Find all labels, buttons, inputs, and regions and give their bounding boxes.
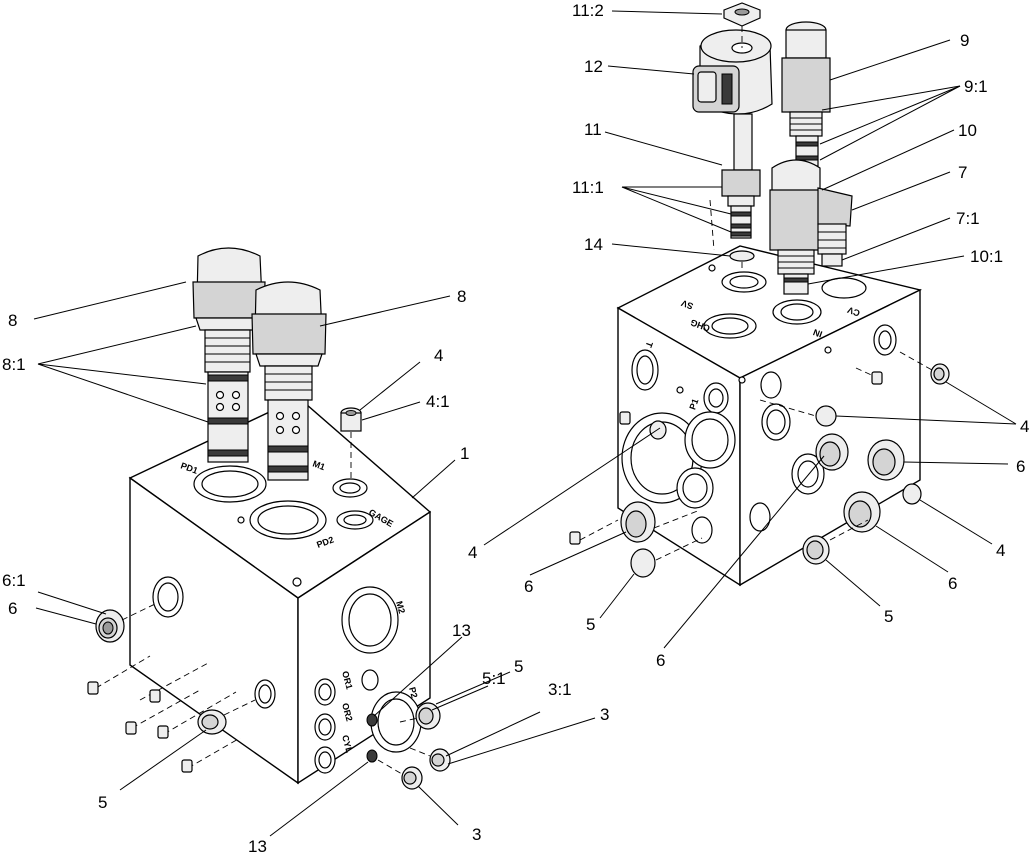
port-label-p2: P2 [407, 686, 420, 699]
callout-left-3b: 3 [472, 825, 481, 844]
right-callouts: 11:2 12 9 9:1 11 10 11:1 7 7:1 14 10:1 4… [468, 1, 1029, 670]
callout-right-11-1: 11:1 [572, 178, 604, 197]
callout-left-6-1: 6:1 [2, 571, 26, 590]
callout-right-4a: 4 [1020, 417, 1029, 436]
cartridge-valve-9 [781, 21, 831, 167]
left-front-ports [152, 576, 302, 709]
coil-nut [723, 2, 761, 48]
left-cartridge-valve-2 [251, 281, 327, 481]
right-leaders [483, 10, 1017, 649]
callout-right-11: 11 [584, 120, 602, 139]
left-plug-4 [340, 407, 362, 478]
port-label-sv: SV [680, 298, 695, 312]
port-label-in: IN [812, 327, 824, 339]
callout-left-13a: 13 [452, 621, 471, 640]
solenoid-coil [692, 29, 773, 115]
callout-left-13b: 13 [248, 837, 267, 856]
left-side-plugs [366, 702, 451, 790]
callout-left-6: 6 [8, 599, 17, 618]
port-label-or2: OR2 [340, 702, 354, 722]
callout-left-8-1: 8:1 [2, 355, 26, 374]
callout-right-5b: 5 [884, 607, 893, 626]
left-callouts: 8 8:1 8 4 4:1 1 6:1 6 5 13 5:1 5 3:1 3 3… [2, 287, 609, 856]
left-leaders [33, 281, 596, 837]
callout-right-4c: 4 [996, 541, 1005, 560]
left-plug-6 [95, 603, 156, 643]
left-cartridge-valve-1 [192, 247, 266, 463]
callout-right-6a: 6 [1016, 457, 1025, 476]
callout-right-14: 14 [584, 235, 603, 254]
cartridge-valve-10 [769, 159, 823, 295]
callout-left-5b: 5 [514, 657, 523, 676]
port-label-or1: OR1 [340, 670, 354, 690]
callout-left-5-1: 5:1 [482, 669, 506, 688]
callout-right-6d: 6 [656, 651, 665, 670]
callout-right-11-2: 11:2 [572, 1, 604, 20]
callout-left-4: 4 [434, 346, 443, 365]
callout-right-6b: 6 [524, 577, 533, 596]
right-port-labels: SV CHG CV IN T P1 [643, 298, 861, 411]
callout-right-5a: 5 [586, 615, 595, 634]
callout-left-3a: 3 [600, 705, 609, 724]
callout-right-12: 12 [584, 57, 603, 76]
callout-right-4b: 4 [468, 543, 477, 562]
callout-right-9: 9 [960, 31, 969, 50]
right-plugs [569, 351, 950, 578]
solenoid-valve-stem [709, 113, 761, 272]
port-label-t: T [643, 340, 654, 349]
callout-right-6c: 6 [948, 574, 957, 593]
callout-left-3-1: 3:1 [548, 680, 572, 699]
cartridge-valve-7 [817, 187, 853, 267]
callout-right-10-1: 10:1 [970, 247, 1003, 266]
callout-right-9-1: 9:1 [964, 77, 988, 96]
right-manifold-assembly: SV CHG CV IN T P1 [468, 1, 1029, 670]
left-plug-5 [197, 699, 256, 735]
port-label-cv: CV [846, 305, 861, 319]
right-side-ports [749, 324, 897, 532]
callout-left-4-1: 4:1 [426, 392, 450, 411]
left-set-screws [87, 655, 241, 773]
callout-left-8a: 8 [8, 311, 17, 330]
port-label-m2: M2 [394, 600, 407, 615]
callout-left-5a: 5 [98, 793, 107, 812]
callout-right-10: 10 [958, 121, 977, 140]
left-top-holes [193, 465, 374, 540]
right-top-holes [703, 264, 867, 339]
port-label-cyl: CYL [340, 734, 354, 754]
callout-right-7: 7 [958, 163, 967, 182]
callout-left-1: 1 [460, 444, 469, 463]
left-manifold-assembly: PD1 M1 GAGE PD2 M2 OR1 P2 OR2 CYL [2, 247, 609, 856]
right-front-ports [621, 349, 746, 544]
callout-left-8b: 8 [457, 287, 466, 306]
port-label-m1: M1 [311, 458, 326, 472]
port-label-p1: P1 [687, 397, 700, 411]
callout-right-7-1: 7:1 [956, 209, 980, 228]
